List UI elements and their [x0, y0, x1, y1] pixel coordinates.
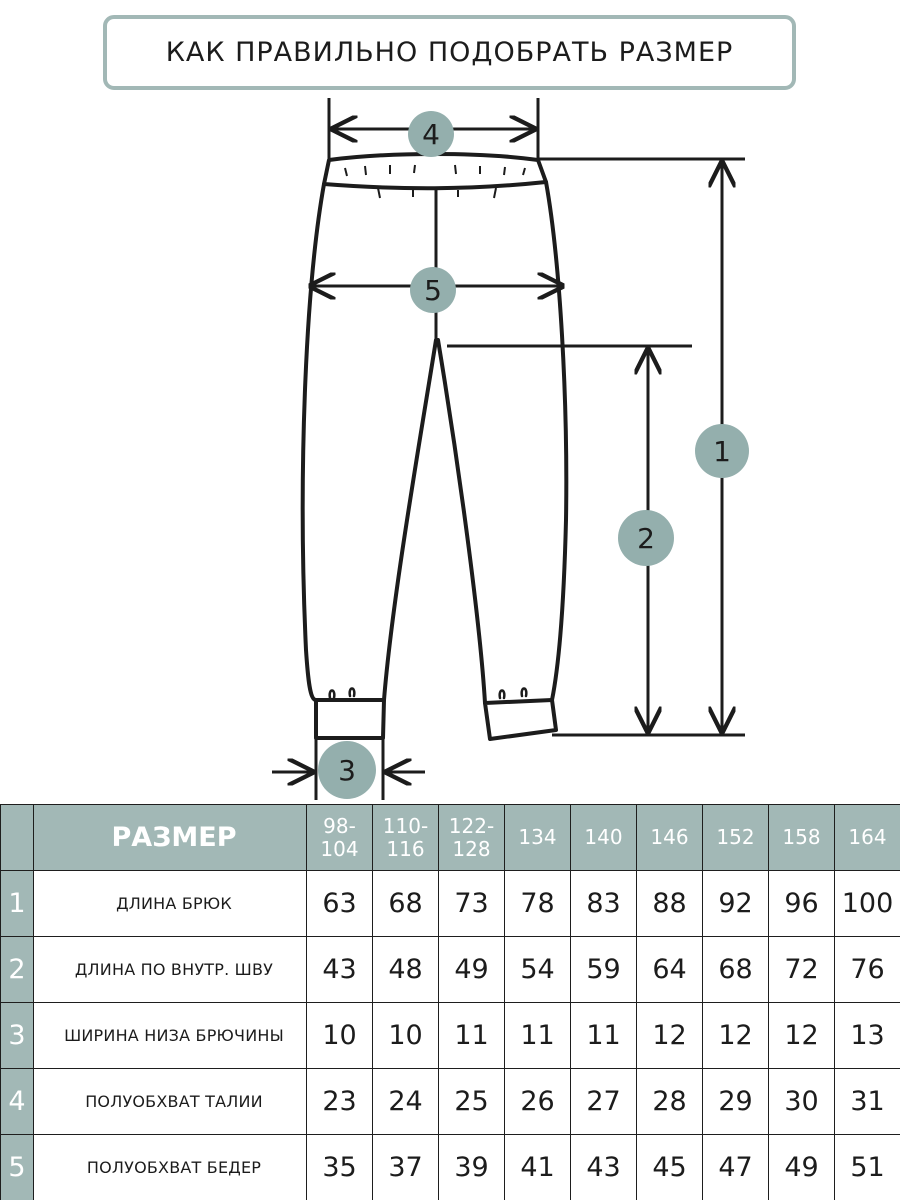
marker-1-label: 1 — [713, 435, 731, 468]
waistband-gathers — [344, 164, 526, 199]
header-index-cell — [0, 804, 34, 871]
size-header: 158 — [768, 804, 835, 871]
pants-body — [300, 180, 569, 702]
waistband — [322, 152, 548, 191]
measurement-value: 11 — [570, 1002, 637, 1069]
measurement-value: 49 — [768, 1134, 835, 1200]
size-header: 164 — [834, 804, 900, 871]
measurement-name: ДЛИНА ПО ВНУТР. ШВУ — [33, 936, 307, 1003]
measurement-value: 76 — [834, 936, 900, 1003]
size-header: 152 — [702, 804, 769, 871]
measurement-value: 28 — [636, 1068, 703, 1135]
size-header: 122-128 — [438, 804, 505, 871]
measurement-name: ДЛИНА БРЮК — [33, 870, 307, 937]
pants-measurement-diagram: 4 5 1 2 3 — [272, 98, 749, 800]
measurement-value: 37 — [372, 1134, 439, 1200]
measurement-value: 96 — [768, 870, 835, 937]
measurement-value: 39 — [438, 1134, 505, 1200]
row-index: 2 — [0, 936, 34, 1003]
marker-4: 4 — [408, 111, 454, 157]
title-box: КАК ПРАВИЛЬНО ПОДОБРАТЬ РАЗМЕР — [103, 15, 796, 90]
marker-4-label: 4 — [422, 118, 440, 151]
measurement-value: 43 — [570, 1134, 637, 1200]
measurement-value: 54 — [504, 936, 571, 1003]
measurement-value: 12 — [636, 1002, 703, 1069]
measurement-value: 68 — [372, 870, 439, 937]
measurement-value: 11 — [504, 1002, 571, 1069]
marker-2-label: 2 — [637, 522, 655, 555]
size-header: 146 — [636, 804, 703, 871]
measurement-value: 92 — [702, 870, 769, 937]
marker-1: 1 — [695, 424, 749, 478]
marker-3: 3 — [318, 741, 376, 799]
measurement-value: 78 — [504, 870, 571, 937]
measurement-value: 41 — [504, 1134, 571, 1200]
measurement-value: 73 — [438, 870, 505, 937]
measurement-value: 25 — [438, 1068, 505, 1135]
right-cuff — [483, 698, 558, 741]
measurement-value: 35 — [306, 1134, 373, 1200]
measurement-value: 88 — [636, 870, 703, 937]
measurement-value: 31 — [834, 1068, 900, 1135]
left-cuff — [314, 698, 386, 740]
size-header: 140 — [570, 804, 637, 871]
measurement-value: 12 — [768, 1002, 835, 1069]
measurement-value: 13 — [834, 1002, 900, 1069]
measurement-value: 64 — [636, 936, 703, 1003]
measurement-name: ПОЛУОБХВАТ ТАЛИИ — [33, 1068, 307, 1135]
measurement-value: 43 — [306, 936, 373, 1003]
marker-2: 2 — [618, 510, 674, 566]
measurement-value: 26 — [504, 1068, 571, 1135]
measure-3-leg-opening — [272, 738, 425, 800]
row-index: 4 — [0, 1068, 34, 1135]
measurement-value: 72 — [768, 936, 835, 1003]
measurement-value: 47 — [702, 1134, 769, 1200]
measurement-value: 27 — [570, 1068, 637, 1135]
marker-5: 5 — [410, 267, 456, 313]
measurement-value: 10 — [372, 1002, 439, 1069]
size-header: 110-116 — [372, 804, 439, 871]
measurement-value: 23 — [306, 1068, 373, 1135]
size-header: 98-104 — [306, 804, 373, 871]
measurement-value: 48 — [372, 936, 439, 1003]
measurement-value: 68 — [702, 936, 769, 1003]
measurement-value: 45 — [636, 1134, 703, 1200]
measurement-value: 30 — [768, 1068, 835, 1135]
pants-outline — [300, 152, 569, 741]
row-index: 1 — [0, 870, 34, 937]
measurement-name: ПОЛУОБХВАТ БЕДЕР — [33, 1134, 307, 1200]
row-index: 5 — [0, 1134, 34, 1200]
size-table: РАЗМЕР 98-104 110-116 122-128 134 140 14… — [0, 804, 900, 1200]
right-leg-inner — [436, 338, 487, 705]
measurement-value: 59 — [570, 936, 637, 1003]
measurement-value: 49 — [438, 936, 505, 1003]
measurement-value: 29 — [702, 1068, 769, 1135]
left-leg-inner — [382, 338, 438, 702]
measurement-value: 12 — [702, 1002, 769, 1069]
row-index: 3 — [0, 1002, 34, 1069]
measurement-value: 24 — [372, 1068, 439, 1135]
measurement-value: 83 — [570, 870, 637, 937]
marker-3-label: 3 — [338, 754, 356, 787]
measurement-value: 100 — [834, 870, 900, 937]
header-size-label: РАЗМЕР — [33, 804, 307, 871]
measurement-value: 63 — [306, 870, 373, 937]
page-title: КАК ПРАВИЛЬНО ПОДОБРАТЬ РАЗМЕР — [165, 37, 734, 68]
size-header: 134 — [504, 804, 571, 871]
measurement-value: 10 — [306, 1002, 373, 1069]
marker-5-label: 5 — [424, 274, 442, 307]
table-header-row: РАЗМЕР 98-104 110-116 122-128 134 140 14… — [0, 804, 900, 871]
measurement-value: 51 — [834, 1134, 900, 1200]
measurement-name: ШИРИНА НИЗА БРЮЧИНЫ — [33, 1002, 307, 1069]
measurement-value: 11 — [438, 1002, 505, 1069]
